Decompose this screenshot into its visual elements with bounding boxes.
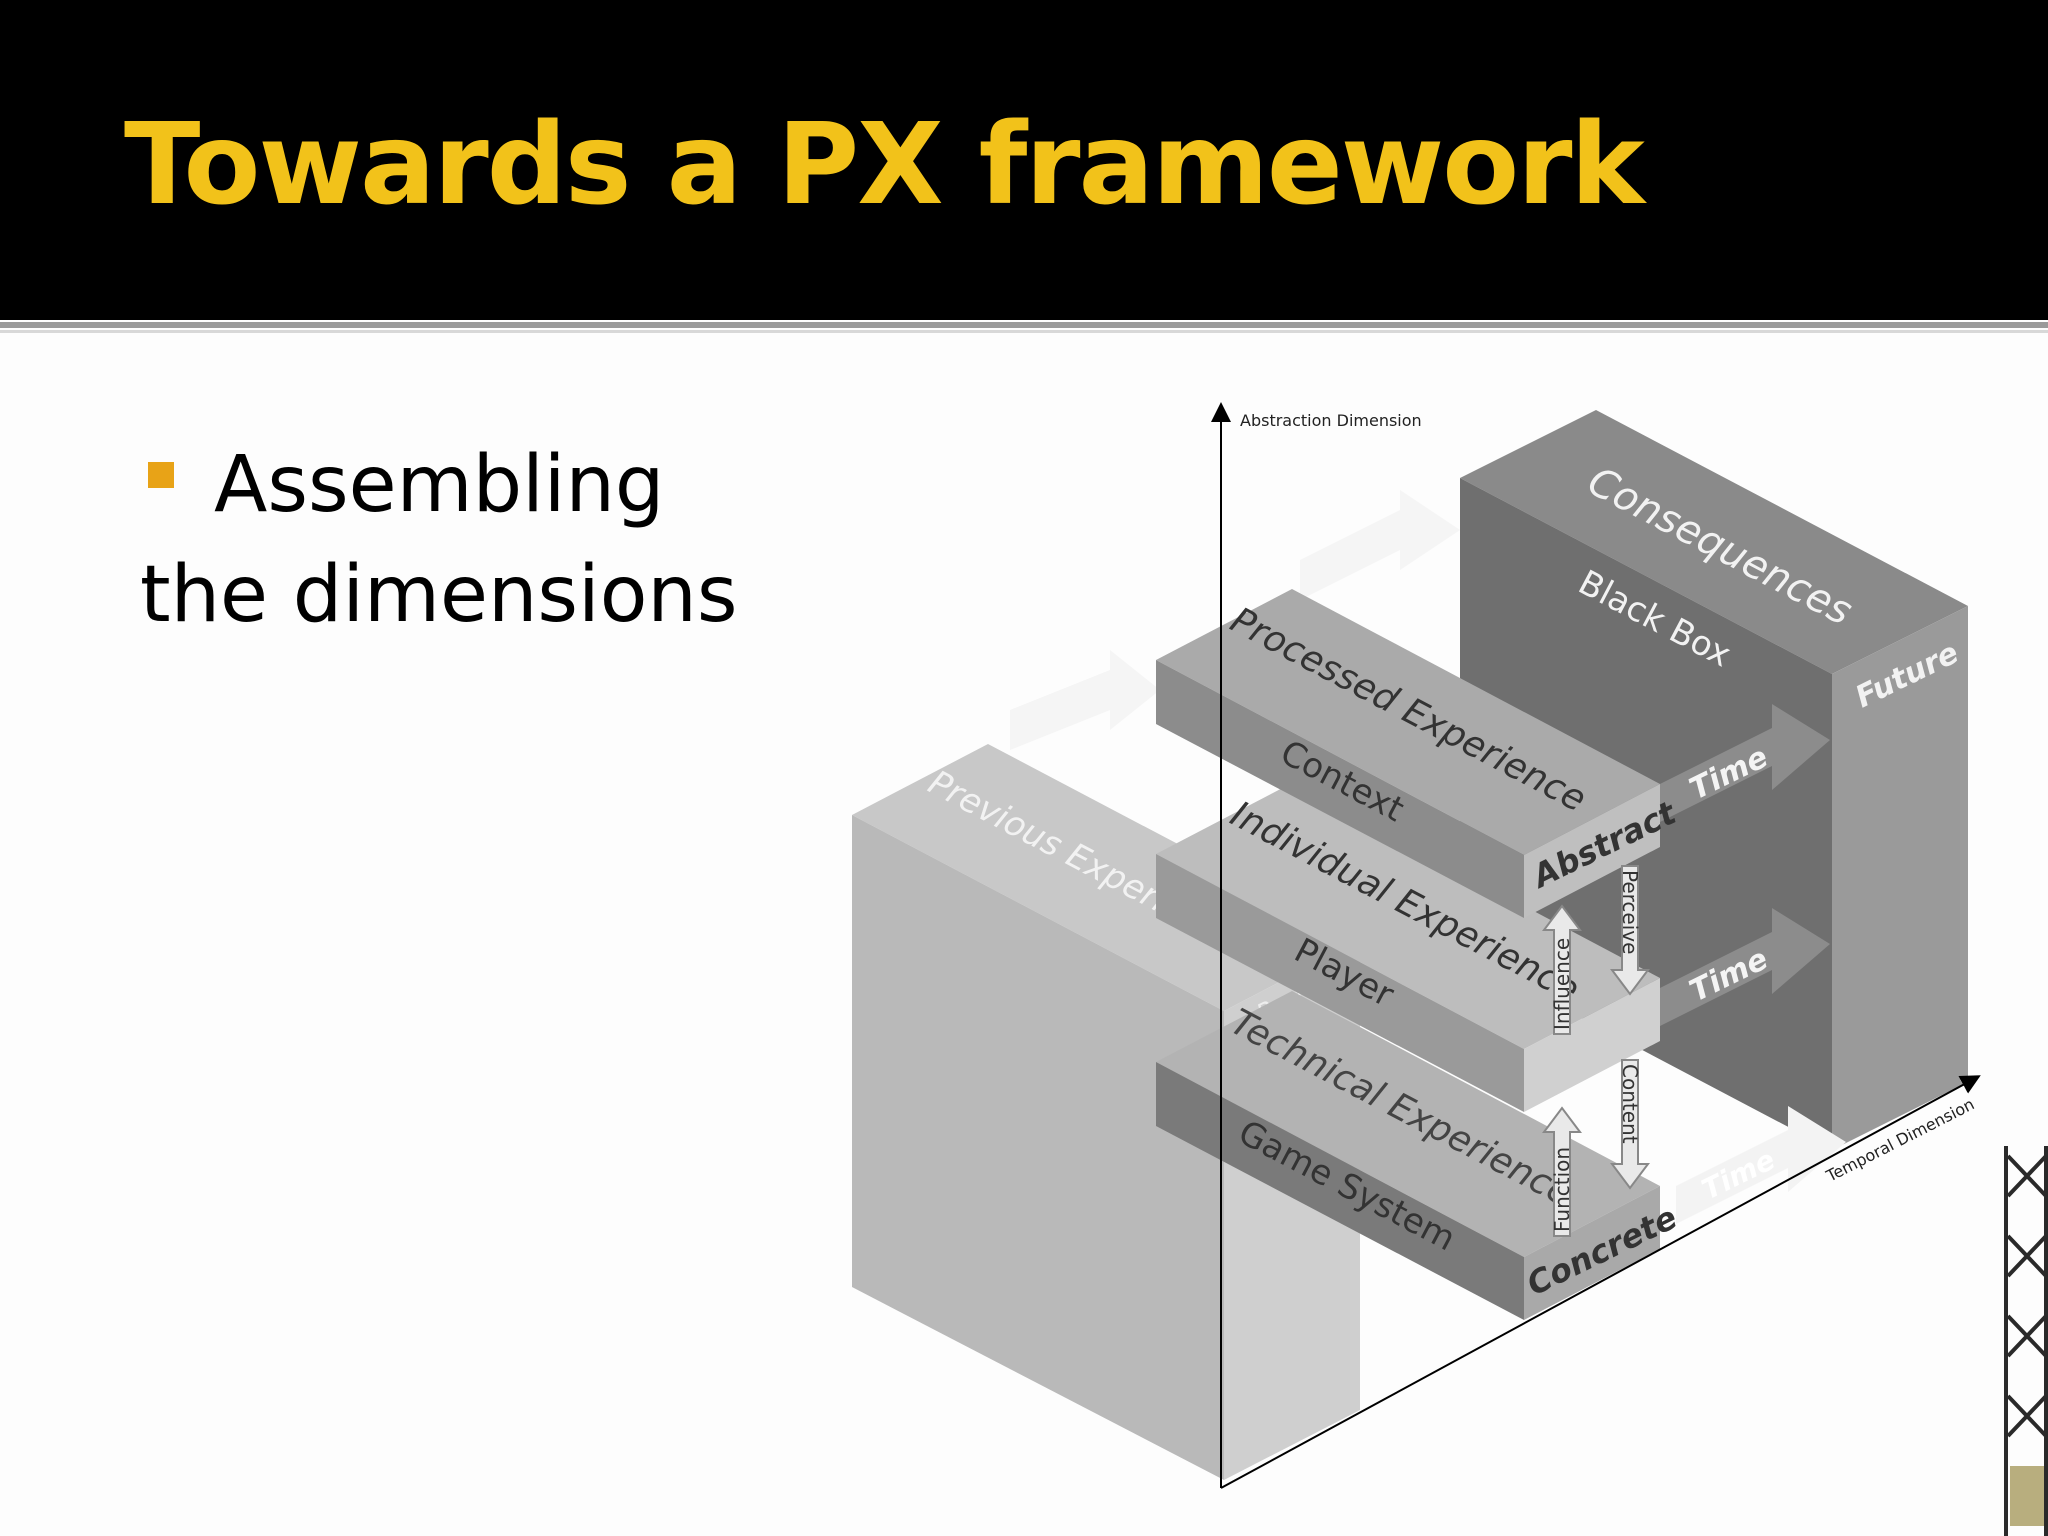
perceive-label: Perceive bbox=[1618, 870, 1642, 954]
temporal-axis bbox=[1220, 1075, 1981, 1489]
abstraction-axis-label: Abstraction Dimension bbox=[1240, 411, 1422, 430]
time-label-low: Time bbox=[1697, 1143, 1781, 1206]
individual-experience-slab bbox=[1156, 783, 1660, 1112]
bullet-text: Assembling the dimensions bbox=[140, 440, 738, 640]
technical-experience-slab bbox=[1156, 991, 1660, 1320]
slide-title: Towards a PX framework bbox=[124, 100, 1645, 230]
connector-arrows bbox=[1542, 865, 1650, 1237]
title-bar bbox=[0, 0, 2048, 320]
time-arrows bbox=[1660, 704, 1846, 1224]
title-divider-light bbox=[0, 330, 2048, 333]
corner-decoration bbox=[2004, 1146, 2048, 1536]
content-label: Content bbox=[1618, 1064, 1642, 1144]
function-label: Function bbox=[1550, 1147, 1574, 1232]
processed-experience-slab bbox=[1156, 589, 1660, 918]
title-divider bbox=[0, 322, 2048, 328]
bullet-square-icon bbox=[148, 462, 174, 488]
influence-label: Influence bbox=[1550, 938, 1574, 1030]
